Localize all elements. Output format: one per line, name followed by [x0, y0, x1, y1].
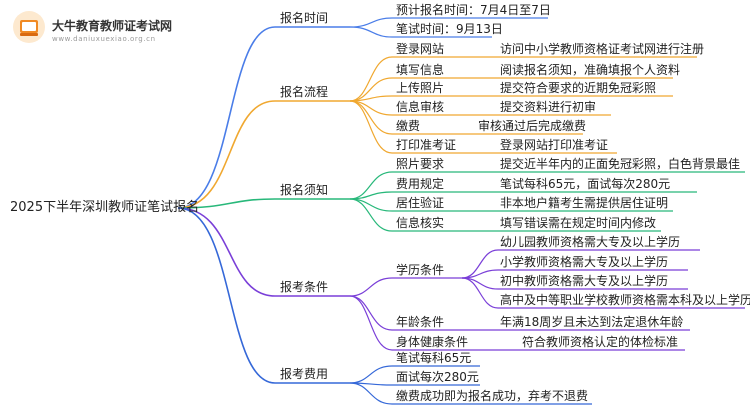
- logo: [12, 10, 46, 48]
- notice-item-desc: 提交近半年内的正面免冠彩照，白色背景最佳: [500, 157, 741, 171]
- condition-health[interactable]: 身体健康条件: [396, 335, 469, 349]
- notice-item-name[interactable]: 照片要求: [396, 157, 445, 171]
- education-item: 初中教师资格需大专及以上学历: [500, 274, 669, 288]
- branch-time[interactable]: 报名时间: [280, 11, 329, 25]
- process-step-name[interactable]: 信息审核: [396, 100, 445, 114]
- education-item: 小学教师资格需大专及以上学历: [500, 255, 669, 269]
- condition-age-desc: 年满18周岁且未达到法定退休年龄: [500, 315, 684, 329]
- education-item: 幼儿园教师资格需大专及以上学历: [500, 235, 681, 249]
- notice-item-name[interactable]: 居住验证: [396, 196, 445, 210]
- logo-title: 大牛教育教师证考试网: [52, 19, 173, 33]
- time-item[interactable]: 笔试时间：9月13日: [396, 22, 503, 36]
- process-step-name[interactable]: 缴费: [396, 119, 421, 133]
- notice-item-name[interactable]: 费用规定: [396, 177, 445, 191]
- notice-item-desc: 填写错误需在规定时间内修改: [500, 216, 657, 230]
- condition-education[interactable]: 学历条件: [396, 263, 445, 277]
- book-icon: [13, 11, 45, 43]
- process-step-desc: 阅读报名须知，准确填报个人资料: [500, 63, 681, 77]
- link-root-process: [177, 100, 276, 209]
- notice-item-name[interactable]: 信息核实: [396, 216, 445, 230]
- condition-health-desc: 符合教师资格认定的体检标准: [522, 335, 679, 349]
- fee-item[interactable]: 笔试每科65元: [396, 351, 472, 365]
- branch-notice[interactable]: 报名须知: [280, 183, 329, 197]
- branch-conditions[interactable]: 报考条件: [280, 280, 329, 294]
- notice-item-desc: 非本地户籍考生需提供居住证明: [500, 196, 669, 210]
- education-item: 高中及中等职业学校教师资格需本科及以上学历: [500, 293, 750, 307]
- root-topic[interactable]: 2025下半年深圳教师证笔试报名: [10, 200, 200, 215]
- branch-process[interactable]: 报名流程: [280, 85, 329, 99]
- process-step-desc: 提交符合要求的近期免冠彩照: [500, 81, 657, 95]
- process-step-name[interactable]: 上传照片: [396, 81, 445, 95]
- link-root-notice: [177, 198, 276, 209]
- link-root-conditions: [177, 207, 276, 297]
- process-step-name[interactable]: 登录网站: [396, 42, 445, 56]
- notice-item-desc: 笔试每科65元，面试每次280元: [500, 177, 671, 191]
- time-item[interactable]: 预计报名时间：7月4日至7日: [396, 3, 551, 17]
- condition-age[interactable]: 年龄条件: [396, 315, 445, 329]
- process-step-desc: 访问中小学教师资格证考试网进行注册: [500, 42, 705, 56]
- link-root-time: [177, 26, 276, 209]
- fee-item[interactable]: 缴费成功即为报名成功，弃考不退费: [396, 389, 589, 403]
- process-step-desc: 登录网站打印准考证: [500, 138, 609, 152]
- process-step-desc: 审核通过后完成缴费: [478, 119, 587, 133]
- fee-item[interactable]: 面试每次280元: [396, 370, 479, 384]
- process-step-name[interactable]: 打印准考证: [396, 138, 457, 152]
- logo-url: www.daniuxuexiao.org.cn: [52, 35, 156, 43]
- process-step-desc: 提交资料进行初审: [500, 100, 597, 114]
- link-root-fee: [177, 207, 276, 384]
- branch-fee[interactable]: 报考费用: [280, 367, 329, 381]
- process-step-name[interactable]: 填写信息: [396, 63, 445, 77]
